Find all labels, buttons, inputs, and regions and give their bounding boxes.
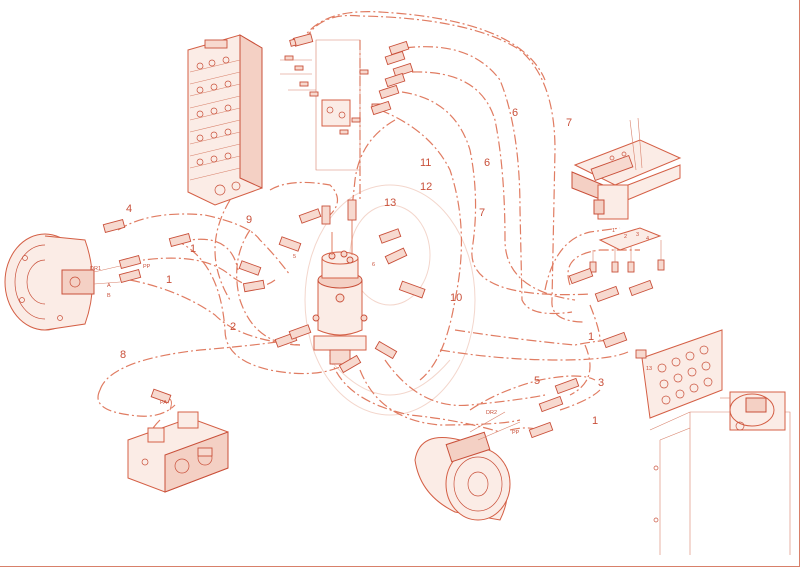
hose-fitting-icon — [392, 62, 414, 78]
callout-1: 1 — [592, 415, 598, 427]
hose-fitting-icon — [118, 268, 142, 284]
hose-fitting-icon — [321, 205, 331, 225]
hose-fitting-icon — [118, 254, 142, 270]
callout-9: 9 — [246, 214, 252, 226]
travel-motor-icon — [4, 233, 121, 331]
hose-fitting-icon — [374, 340, 398, 360]
port-labels: DR1 PP A B DR2 PP PA 13 5 6 1 2 3 4 — [90, 228, 652, 436]
port-label-a: A — [107, 283, 111, 289]
hose-fitting-icon — [238, 260, 262, 276]
port-label-dr2: DR2 — [486, 410, 497, 416]
port-label-2: 2 — [624, 234, 627, 240]
manifold-block-icon — [589, 227, 665, 273]
hose-fitting-icon — [602, 331, 628, 349]
hose-fitting-icon — [384, 50, 406, 66]
callout-4: 4 — [126, 203, 132, 215]
hose-fitting-icon — [378, 84, 400, 100]
port-label-dr1: DR1 — [90, 266, 101, 272]
hose-fitting-icon — [338, 354, 362, 374]
hose-fitting-icon — [168, 232, 192, 248]
port-label-3: 3 — [636, 232, 639, 238]
callout-6: 6 — [512, 107, 518, 119]
hose-fitting-icon — [289, 33, 314, 47]
hose-fitting-icon — [278, 236, 302, 252]
callout-2: 2 — [230, 321, 236, 333]
callout-12: 12 — [420, 181, 432, 193]
pilot-pedal-valve-icon — [571, 117, 682, 220]
callout-11: 11 — [420, 157, 431, 169]
hose-fitting-icon — [347, 199, 357, 221]
port-label-pp: PP — [512, 430, 520, 436]
callout-7: 7 — [566, 117, 572, 129]
manifold-block-icon — [280, 39, 381, 171]
port-label-13: 13 — [646, 366, 652, 372]
hose-fittings — [102, 33, 654, 439]
hose-fitting-icon — [594, 285, 620, 303]
hose-fitting-icon — [635, 349, 647, 359]
watermark — [304, 184, 476, 416]
hose-fitting-icon — [568, 267, 594, 285]
callout-6: 6 — [484, 157, 490, 169]
hose-fitting-icon — [102, 218, 126, 234]
hose-fitting-icon — [298, 208, 322, 224]
callout-5: 5 — [534, 375, 540, 387]
port-label-pa: PA — [160, 400, 167, 406]
hose-fitting-icon — [378, 228, 402, 244]
port-label-pp: PP — [143, 264, 151, 270]
hydraulic-pump-icon — [649, 391, 791, 555]
port-label-6: 6 — [372, 262, 375, 268]
callout-labels: 1 1 1 1 2 3 4 5 6 6 7 7 8 9 10 11 12 13 — [120, 107, 604, 427]
travel-motor-icon — [414, 411, 521, 521]
port-label-b: B — [107, 293, 111, 299]
hose-fitting-icon — [242, 279, 266, 293]
callout-8: 8 — [120, 349, 126, 361]
callout-3: 3 — [598, 377, 604, 389]
port-label-4: 4 — [646, 236, 649, 242]
hose-fitting-icon — [384, 72, 406, 88]
callout-1: 1 — [166, 274, 172, 286]
callout-13: 13 — [384, 197, 396, 209]
hose-fitting-icon — [150, 388, 172, 404]
grommet-plate-icon — [641, 329, 723, 419]
swivel-joint-icon — [312, 208, 368, 365]
hose-fitting-icon — [554, 377, 580, 395]
callout-7: 7 — [479, 207, 485, 219]
hose-fitting-icon — [288, 324, 312, 340]
hose-fitting-icon — [528, 421, 554, 439]
callout-1: 1 — [190, 243, 196, 255]
callout-10: 10 — [450, 292, 462, 304]
solenoid-valve-icon — [127, 398, 229, 493]
control-valve-bank-icon — [187, 34, 263, 206]
hose-fitting-icon — [370, 100, 392, 116]
hose-fitting-icon — [628, 279, 654, 297]
callout-1: 1 — [588, 331, 594, 343]
port-label-5: 5 — [293, 254, 296, 260]
port-label-1: 1 — [612, 228, 615, 234]
hose-fitting-icon — [398, 280, 426, 299]
hose-fitting-icon — [384, 247, 408, 265]
hose-fitting-icon — [538, 395, 564, 413]
hose-lines — [97, 11, 640, 456]
